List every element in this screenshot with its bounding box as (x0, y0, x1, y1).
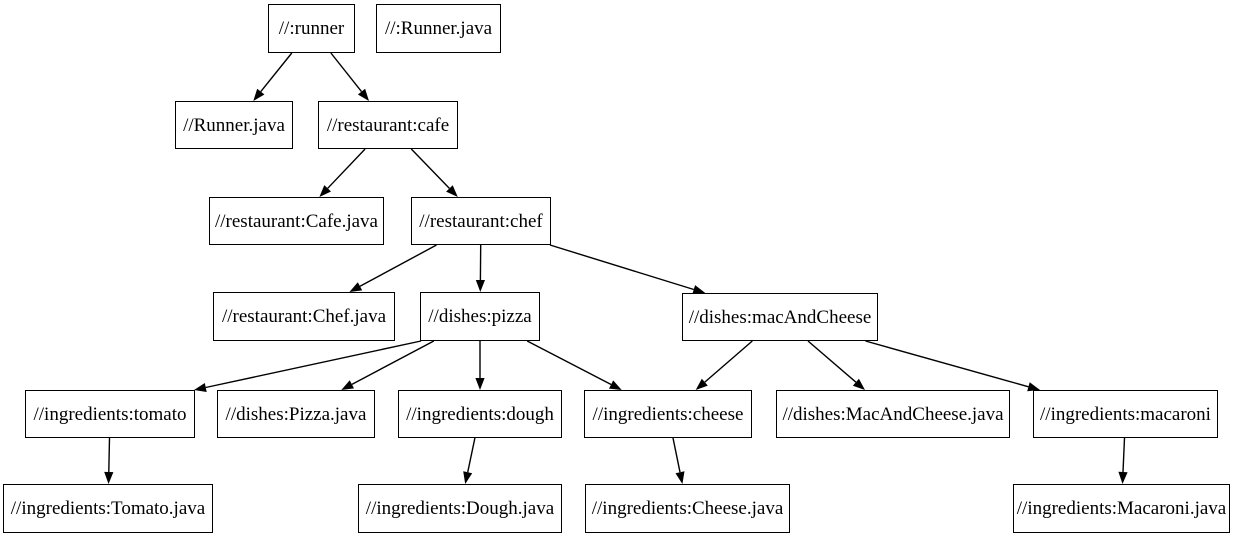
graph-node-tomato_java: //ingredients:Tomato.java (3, 484, 213, 533)
graph-node-mac_and_cheese: //dishes:macAndCheese (682, 293, 878, 341)
graph-node-cafe: //restaurant:cafe (318, 101, 458, 149)
edge-mac_and_cheese-cheese (695, 340, 753, 390)
graph-node-tomato: //ingredients:tomato (25, 390, 195, 438)
graph-node-macaroni: //ingredients:macaroni (1033, 390, 1218, 438)
edge-pizza-cheese (526, 340, 622, 390)
edge-chef-pizza (475, 244, 485, 292)
edge-runner-cafe (330, 52, 369, 101)
edge-cafe-cafe_java (319, 148, 366, 197)
edge-chef-mac_and_cheese (549, 244, 706, 294)
graph-node-pizza: //dishes:pizza (420, 292, 540, 341)
graph-node-runner_java: //Runner.java (175, 101, 293, 149)
edge-pizza-dough (475, 341, 485, 390)
graph-node-chef_java: //restaurant:Chef.java (213, 292, 395, 341)
edge-pizza-pizza_java (341, 340, 435, 390)
edge-macaroni-macaroni_java (1118, 437, 1128, 484)
edge-mac_and_cheese-mac_java (807, 340, 865, 390)
graph-node-mac_java: //dishes:MacAndCheese.java (776, 390, 1010, 438)
graph-node-runner_java_src: //:Runner.java (376, 4, 501, 53)
edge-cafe-chef (410, 148, 458, 197)
graph-node-pizza_java: //dishes:Pizza.java (217, 390, 375, 438)
graph-node-cheese_java: //ingredients:Cheese.java (585, 484, 790, 533)
graph-node-cheese: //ingredients:cheese (584, 390, 752, 438)
edge-dough-dough_java (463, 437, 476, 484)
edge-cheese-cheese_java (672, 437, 685, 484)
graph-node-dough: //ingredients:dough (398, 390, 562, 438)
edge-runner-runner_java (253, 52, 293, 101)
edge-tomato-tomato_java (104, 437, 114, 484)
graph-node-dough_java: //ingredients:Dough.java (358, 484, 562, 533)
graph-node-runner: //:runner (268, 4, 355, 53)
edge-mac_and_cheese-macaroni (865, 340, 1040, 392)
graph-node-macaroni_java: //ingredients:Macaroni.java (1013, 484, 1230, 533)
edge-chef-chef_java (349, 244, 437, 292)
graph-node-cafe_java: //restaurant:Cafe.java (209, 197, 384, 245)
graph-node-chef: //restaurant:chef (411, 197, 551, 245)
edge-pizza-tomato (194, 340, 422, 392)
